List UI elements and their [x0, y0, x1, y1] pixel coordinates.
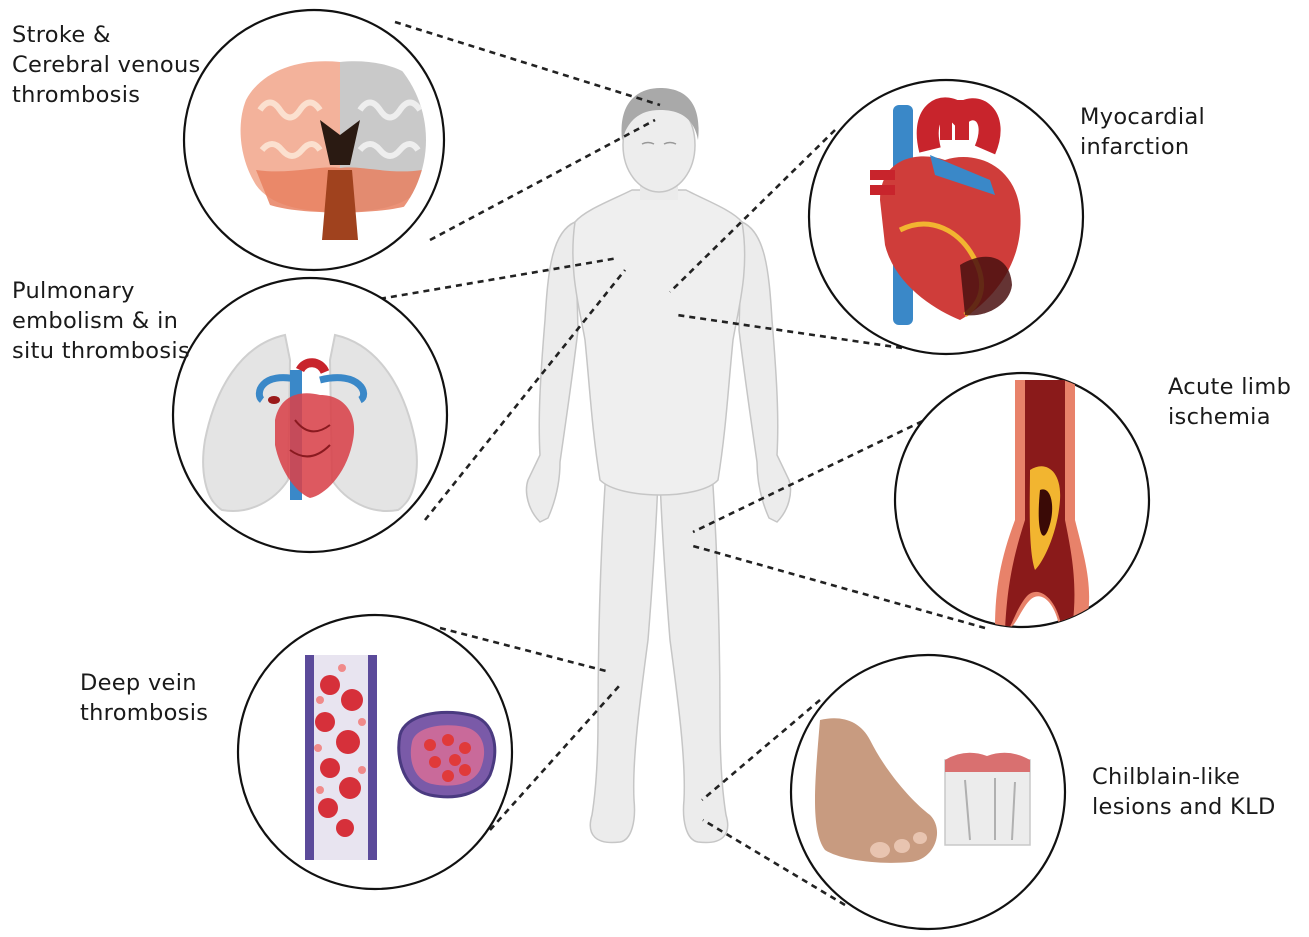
foot-skin-icon — [791, 655, 1065, 929]
artery-icon — [895, 373, 1149, 630]
brain-icon — [184, 10, 444, 270]
label-acute-limb-ischemia: Acute limb ischemia — [1168, 372, 1291, 432]
label-deep-vein-thrombosis: Deep vein thrombosis — [80, 668, 208, 728]
human-body-figure — [527, 88, 791, 843]
label-stroke: Stroke & Cerebral venous thrombosis — [12, 20, 201, 110]
heart-icon — [809, 80, 1083, 354]
label-pulmonary-embolism: Pulmonary embolism & in situ thrombosis — [12, 276, 190, 366]
lungs-heart-icon — [173, 278, 447, 552]
label-myocardial-infarction: Myocardial infarction — [1080, 102, 1205, 162]
label-chilblain-like-lesions: Chilblain-like lesions and KLD — [1092, 762, 1276, 822]
vein-clot-icon — [238, 615, 512, 889]
